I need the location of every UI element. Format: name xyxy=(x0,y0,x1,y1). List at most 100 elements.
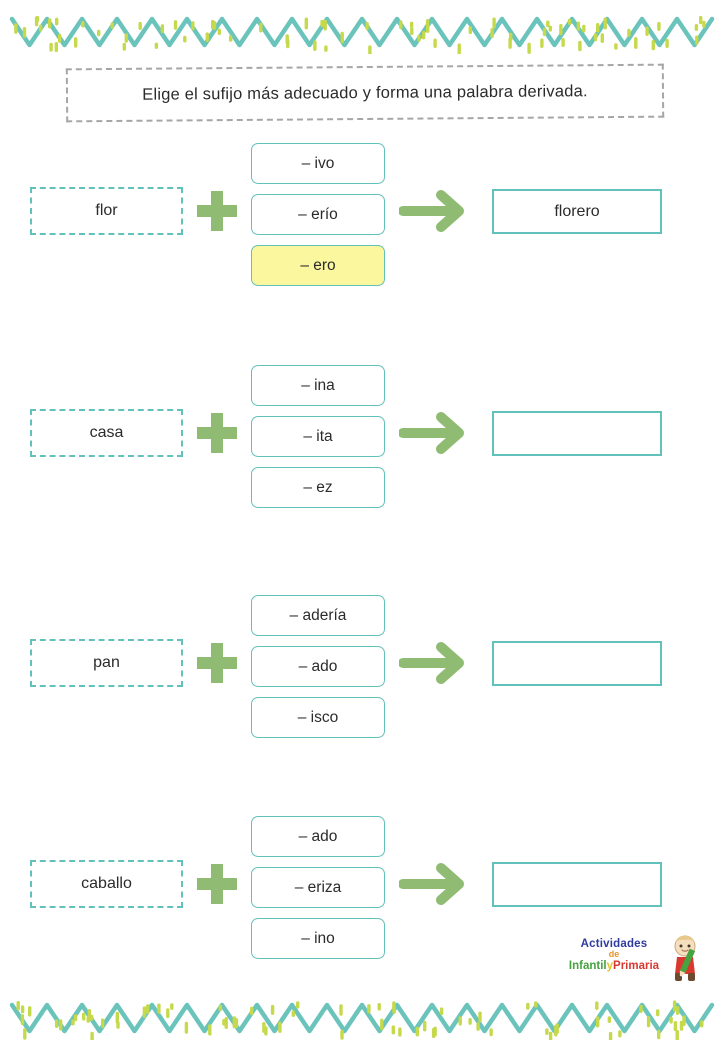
base-word-box: caballo xyxy=(30,860,183,908)
zigzag-dash xyxy=(157,1003,161,1014)
base-word-text: casa xyxy=(89,424,124,441)
zigzag-dash xyxy=(313,40,317,51)
zigzag-dash xyxy=(665,38,669,48)
zigzag-dash xyxy=(54,1019,59,1028)
zigzag-dash xyxy=(323,19,327,31)
zigzag-dash xyxy=(595,1001,599,1010)
zigzag-dash xyxy=(340,1029,344,1040)
zigzag-dash xyxy=(596,1016,600,1028)
zigzag-dash xyxy=(377,1003,381,1011)
suffix-label: – erío xyxy=(298,205,338,223)
zigzag-dash xyxy=(110,22,114,29)
suffix-option[interactable]: – erío xyxy=(251,194,385,235)
answer-box[interactable]: florero xyxy=(492,189,662,234)
zigzag-dashes xyxy=(14,15,706,54)
zigzag-dash xyxy=(278,1021,282,1033)
zigzag-dashes xyxy=(16,1000,704,1040)
zigzag-dash xyxy=(74,37,78,48)
zigzag-dash xyxy=(555,1023,559,1034)
zigzag-dash xyxy=(567,18,572,25)
zigzag-dash xyxy=(546,20,550,28)
zigzag-dash xyxy=(205,32,209,42)
zigzag-dash xyxy=(73,1014,78,1022)
suffix-option[interactable]: – eriza xyxy=(251,867,385,908)
suffix-label: – ado xyxy=(298,827,338,845)
zigzag-dash xyxy=(614,43,618,50)
answer-box[interactable] xyxy=(492,411,662,456)
zigzag-dash xyxy=(422,30,426,40)
suffix-label: – ino xyxy=(301,929,335,947)
zigzag-dash xyxy=(20,1005,25,1014)
zigzag-line xyxy=(9,16,715,48)
zigzag-dash xyxy=(35,16,40,22)
plus-icon xyxy=(196,642,238,684)
zigzag-pattern-icon xyxy=(9,1000,715,1040)
zigzag-dash xyxy=(250,1006,254,1016)
zigzag-dash xyxy=(16,1001,20,1011)
zigzag-dash xyxy=(694,24,699,31)
zigzag-dash xyxy=(146,1004,150,1014)
zigzag-dash xyxy=(489,1028,493,1037)
zigzag-dash xyxy=(48,18,52,29)
instruction-banner: Elige el sufijo más adecuado y forma una… xyxy=(65,63,665,123)
zigzag-dash xyxy=(286,39,290,49)
zigzag-dash xyxy=(656,1009,660,1017)
suffix-option-selected[interactable]: – ero xyxy=(251,245,385,286)
top-zigzag-border xyxy=(0,8,720,54)
zigzag-dash xyxy=(82,1012,86,1021)
zigzag-dash xyxy=(28,1006,32,1017)
zigzag-dash xyxy=(542,27,547,36)
suffix-option[interactable]: – ado xyxy=(251,646,385,687)
base-word-box: casa xyxy=(30,409,183,457)
suffix-option[interactable]: – ivo xyxy=(251,143,385,184)
arrow-right-icon xyxy=(399,861,471,907)
exercise-row: caballo – ado – eriza – ino xyxy=(0,808,720,968)
suffix-option[interactable]: – ado xyxy=(251,816,385,857)
suffix-option[interactable]: – adería xyxy=(251,595,385,636)
zigzag-dash xyxy=(699,15,703,25)
base-word-text: pan xyxy=(93,654,120,671)
zigzag-dash xyxy=(291,1010,295,1017)
zigzag-dash xyxy=(634,37,638,49)
brand-line-actividades: Actividades xyxy=(580,938,648,950)
arrow-right-icon xyxy=(399,640,471,686)
zigzag-dash xyxy=(259,22,263,33)
exercise-row: pan – adería – ado – isco xyxy=(0,587,720,747)
zigzag-dash xyxy=(234,1018,239,1029)
zigzag-dash xyxy=(100,1018,105,1029)
zigzag-dash xyxy=(607,1016,611,1023)
zigzag-dash xyxy=(415,1026,419,1037)
suffix-option[interactable]: – isco xyxy=(251,697,385,738)
zigzag-dash xyxy=(675,1029,679,1040)
zigzag-dash xyxy=(222,1019,226,1026)
answer-text: florero xyxy=(554,202,600,220)
suffix-label: – ivo xyxy=(301,154,335,172)
brand-line-infantil-primaria: InfantilyPrimaria xyxy=(562,960,666,972)
plus-icon xyxy=(196,412,238,454)
zigzag-dash xyxy=(492,17,496,29)
suffix-option[interactable]: – ez xyxy=(251,467,385,508)
zigzag-dash xyxy=(618,1030,622,1038)
zigzag-dash xyxy=(124,33,128,43)
zigzag-dash xyxy=(320,19,324,28)
answer-box[interactable] xyxy=(492,641,662,686)
zigzag-dash xyxy=(211,19,215,30)
zigzag-dash xyxy=(218,1004,222,1012)
zigzag-dash xyxy=(603,17,607,30)
zigzag-dash xyxy=(490,28,494,39)
answer-box[interactable] xyxy=(492,862,662,907)
zigzag-dash xyxy=(673,1021,678,1032)
zigzag-dash xyxy=(700,1020,704,1028)
zigzag-dash xyxy=(695,35,699,45)
zigzag-dash xyxy=(672,1000,677,1012)
exercise-row: casa – ina – ita – ez xyxy=(0,357,720,517)
zigzag-dash xyxy=(365,22,369,30)
suffix-option[interactable]: – ita xyxy=(251,416,385,457)
zigzag-dash xyxy=(392,1005,396,1014)
plus-icon xyxy=(196,190,238,232)
zigzag-dash xyxy=(540,38,544,48)
base-word-text: caballo xyxy=(81,875,132,892)
suffix-option[interactable]: – ina xyxy=(251,365,385,406)
zigzag-dash xyxy=(399,20,403,30)
suffix-option[interactable]: – ino xyxy=(251,918,385,959)
